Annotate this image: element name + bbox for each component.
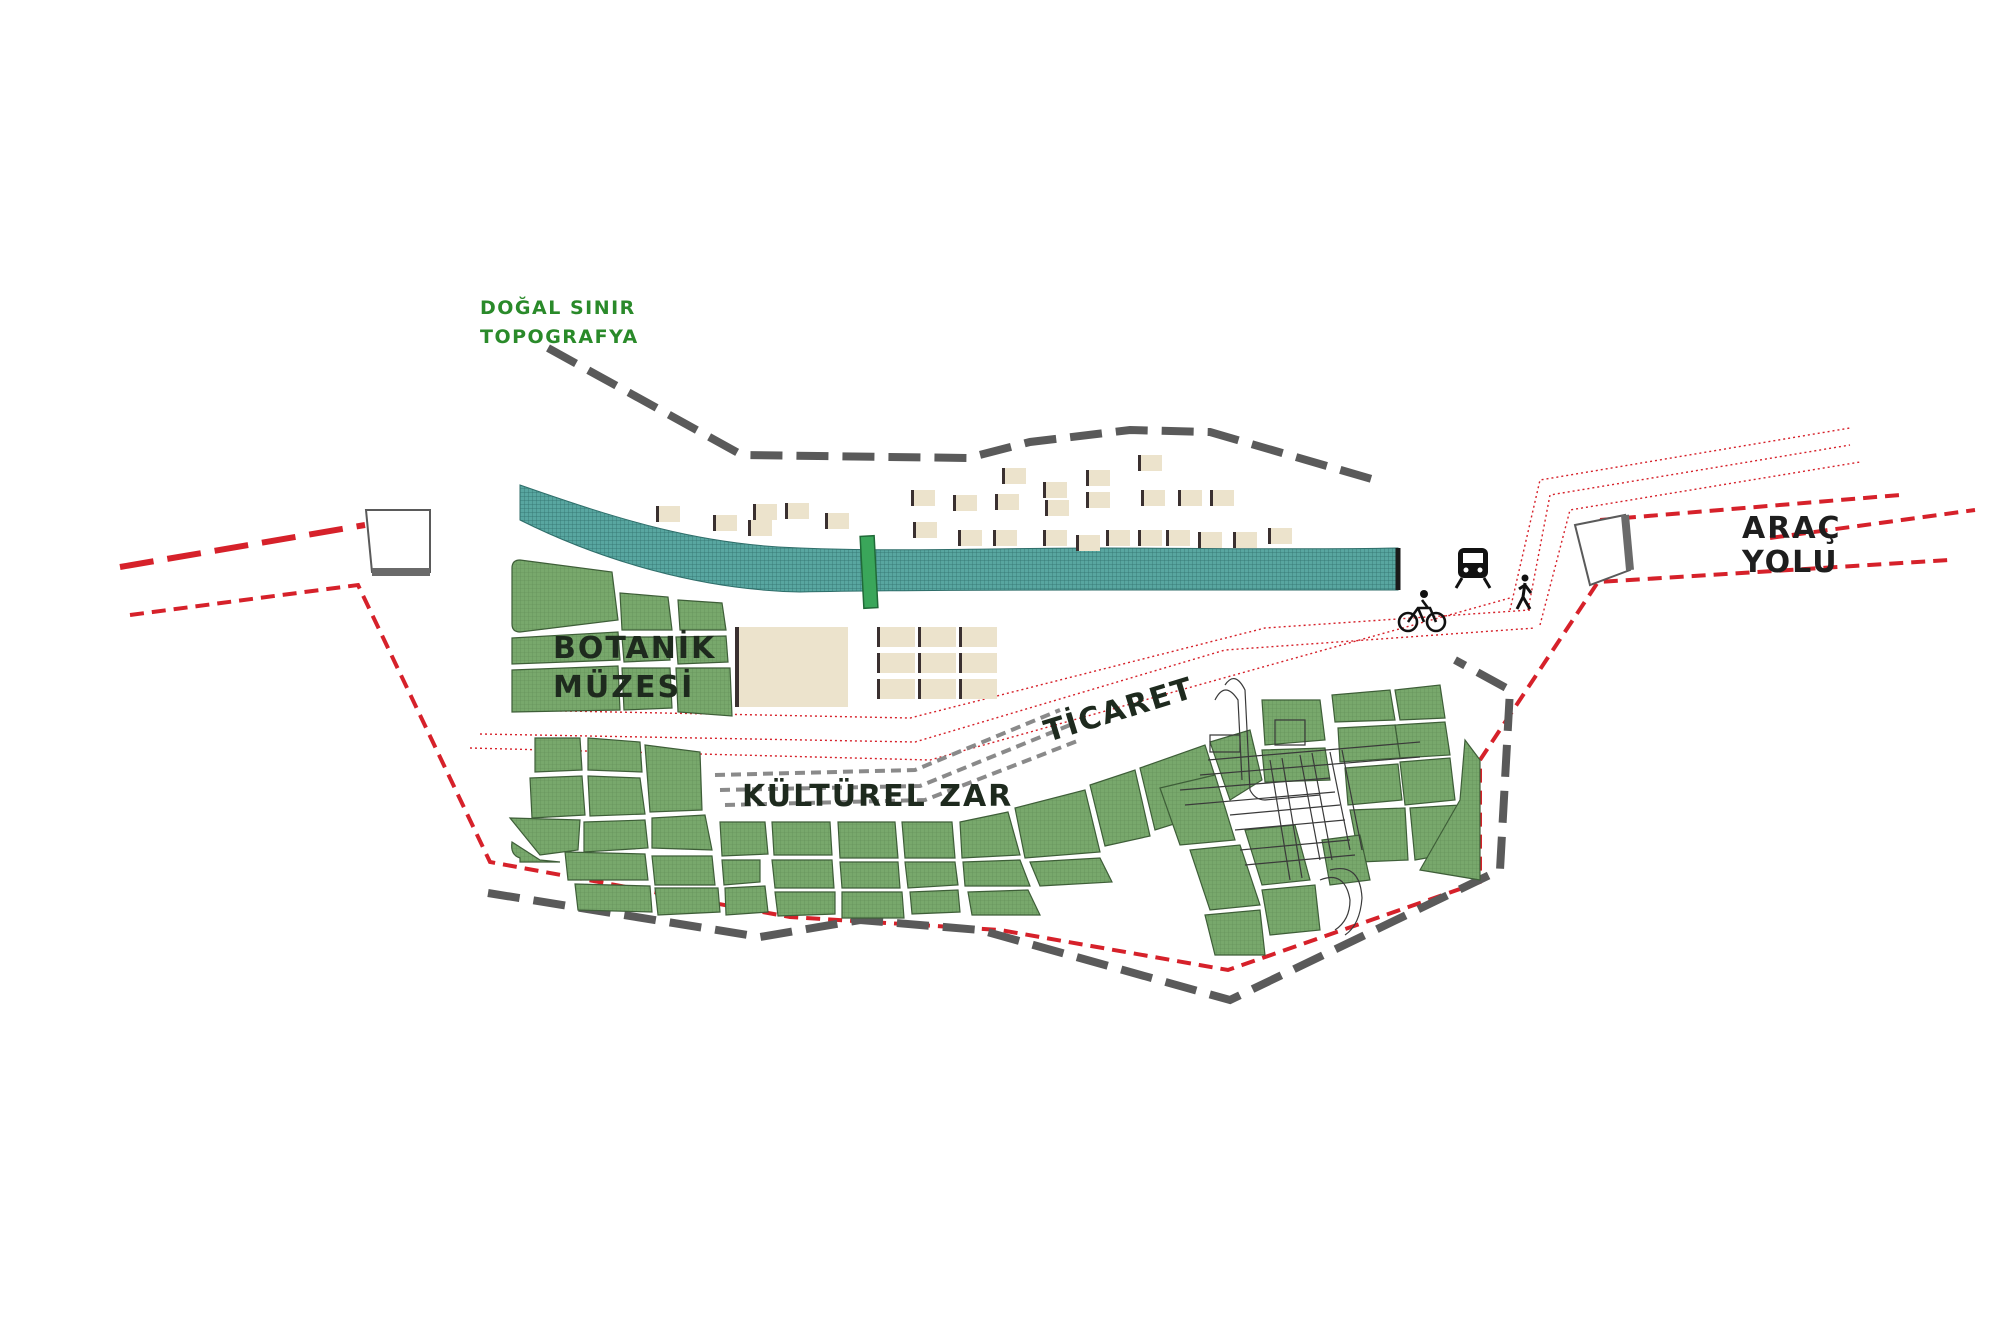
- train-icon: [1454, 548, 1492, 589]
- house: [1233, 532, 1257, 548]
- house: [913, 522, 937, 538]
- house: [995, 494, 1019, 510]
- museum-buildings: [735, 627, 997, 707]
- house: [656, 506, 680, 522]
- label-botanic-museum-2: MÜZESİ: [553, 668, 694, 705]
- road-boundary-lines: [119, 493, 1976, 973]
- house: [785, 503, 809, 519]
- house: [748, 520, 772, 536]
- house: [1043, 530, 1067, 546]
- bicycle-icon: [1397, 590, 1447, 633]
- road-east-upper: [1769, 508, 1976, 540]
- road-east-thick: [1599, 493, 1901, 522]
- house: [958, 530, 982, 546]
- house: [993, 530, 1017, 546]
- tunnel-east: [1573, 513, 1632, 587]
- southern-boundary: [487, 656, 1515, 1005]
- house: [1210, 490, 1234, 506]
- cultural-park-blocks: [508, 729, 1263, 919]
- botanic-garden-blocks: [511, 559, 733, 717]
- house: [1076, 535, 1100, 551]
- river-channel: [519, 484, 1401, 610]
- tunnel-portals: [364, 509, 1634, 587]
- museum-main: [738, 627, 848, 707]
- house: [1138, 530, 1162, 546]
- label-cultural-membrane: KÜLTÜREL ZAR: [742, 777, 1013, 814]
- commerce-axis-lines: [469, 427, 1861, 761]
- house: [753, 504, 777, 520]
- cultural-membrane-lines: [714, 708, 1081, 807]
- road-west-thick: [119, 522, 366, 570]
- house: [1086, 470, 1110, 486]
- label-commerce: TİCARET: [1040, 670, 1199, 750]
- road-west-lower: [129, 558, 1951, 973]
- urban-park-blocks: [1159, 684, 1481, 956]
- residential-blocks: [656, 455, 1292, 551]
- house: [953, 495, 977, 511]
- urban-street-grid: [1179, 678, 1421, 936]
- tunnel-west: [364, 509, 431, 573]
- label-topography: TOPOGRAFYA: [480, 326, 639, 348]
- house: [1198, 532, 1222, 548]
- house: [1268, 528, 1292, 544]
- label-vehicle-road-2: YOLU: [1741, 545, 1839, 580]
- house: [1138, 455, 1162, 471]
- house: [1178, 490, 1202, 506]
- label-botanic-museum: BOTANİK: [553, 630, 716, 666]
- natural-boundary-lines: [487, 344, 1515, 1005]
- house: [1086, 492, 1110, 508]
- house: [1141, 490, 1165, 506]
- house: [713, 515, 737, 531]
- house: [1045, 500, 1069, 516]
- label-vehicle-road: ARAÇ: [1742, 511, 1842, 546]
- pedestrian-icon: [1515, 574, 1533, 610]
- house: [911, 490, 935, 506]
- house: [825, 513, 849, 529]
- label-natural-boundary: DOĞAL SINIR: [480, 295, 636, 319]
- house: [1002, 468, 1026, 484]
- bridge: [859, 534, 879, 610]
- house: [1166, 530, 1190, 546]
- house: [1043, 482, 1067, 498]
- house: [1106, 530, 1130, 546]
- northern-boundary: [546, 344, 1377, 484]
